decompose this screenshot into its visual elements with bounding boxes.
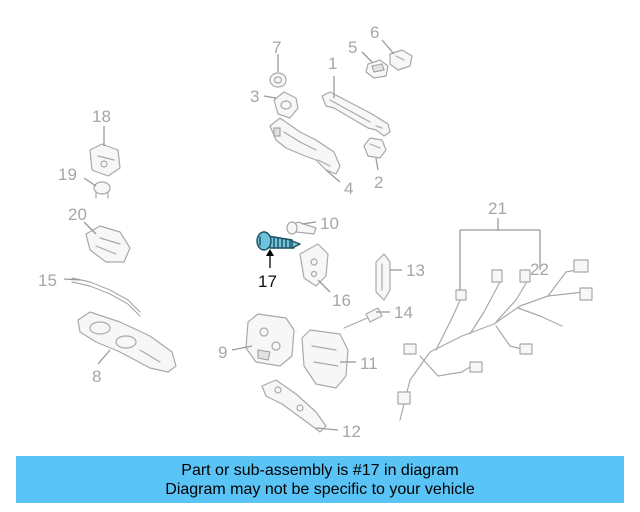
leader-15 (63, 278, 81, 281)
part-9-latch[interactable] (245, 313, 295, 367)
leader-12 (315, 427, 339, 431)
callout-21: 21 (488, 199, 507, 218)
leader-19 (83, 177, 97, 187)
part-13-seal[interactable] (375, 253, 391, 301)
leader-6 (381, 39, 395, 55)
leader-20 (83, 221, 97, 235)
part-3-gasket[interactable] (273, 91, 299, 119)
part-11-latch-cover[interactable] (301, 329, 349, 389)
part-4-handle-frame[interactable] (269, 117, 341, 175)
callout-15: 15 (38, 271, 57, 290)
callout-8: 8 (92, 367, 101, 386)
callout-18: 18 (92, 107, 111, 126)
part-19-pin[interactable] (93, 181, 111, 199)
part-8-inside-handle[interactable] (77, 311, 177, 373)
part-21-wiring-harness[interactable] (397, 259, 593, 421)
callout-14: 14 (394, 303, 413, 322)
part-12-bracket[interactable] (261, 379, 327, 433)
part-15-cable[interactable] (71, 277, 141, 317)
part-6-clip[interactable] (389, 49, 413, 71)
parts-diagram: 1 2 3 4 5 6 7 (38, 23, 593, 441)
leader-3 (263, 95, 277, 99)
callout-12: 12 (342, 422, 361, 441)
callout-7: 7 (272, 38, 281, 57)
callout-3: 3 (250, 87, 259, 106)
leader-21 (459, 218, 541, 290)
callout-4: 4 (344, 179, 353, 198)
banner-line-2: Diagram may not be specific to your vehi… (165, 480, 475, 498)
part-10-bolt[interactable] (286, 221, 317, 235)
callout-22: 22 (530, 260, 549, 279)
callout-6: 6 (370, 23, 379, 42)
part-17-screw[interactable] (256, 231, 301, 251)
leader-9 (231, 345, 253, 351)
part-5-block[interactable] (365, 59, 389, 79)
callout-5: 5 (348, 38, 357, 57)
part-info-banner: Part or sub-assembly is #17 in diagram D… (16, 456, 624, 503)
callout-16: 16 (332, 291, 351, 310)
leader-8 (97, 349, 111, 365)
callout-2: 2 (374, 173, 383, 192)
leader-5 (361, 51, 373, 63)
part-2-handle-cap[interactable] (363, 137, 387, 159)
callout-13: 13 (406, 261, 425, 280)
leader-2 (375, 157, 379, 171)
callout-20: 20 (68, 205, 87, 224)
callout-1: 1 (328, 54, 337, 73)
part-14-rod[interactable] (343, 307, 383, 329)
leader-17-arrowhead (266, 249, 274, 256)
callout-10: 10 (320, 214, 339, 233)
part-20-check-strap[interactable] (85, 225, 131, 263)
part-16-plate[interactable] (299, 243, 329, 287)
callout-17: 17 (258, 272, 277, 291)
part-7-grommet[interactable] (269, 72, 287, 88)
banner-line-1: Part or sub-assembly is #17 in diagram (181, 461, 459, 479)
leader-10 (301, 221, 317, 225)
callout-9: 9 (218, 343, 227, 362)
part-1-outside-handle[interactable] (321, 91, 391, 137)
leader-16 (317, 279, 331, 293)
leader-4 (325, 169, 341, 183)
callout-11: 11 (360, 354, 378, 373)
part-18-hinge[interactable] (89, 143, 121, 177)
callout-19: 19 (58, 165, 77, 184)
